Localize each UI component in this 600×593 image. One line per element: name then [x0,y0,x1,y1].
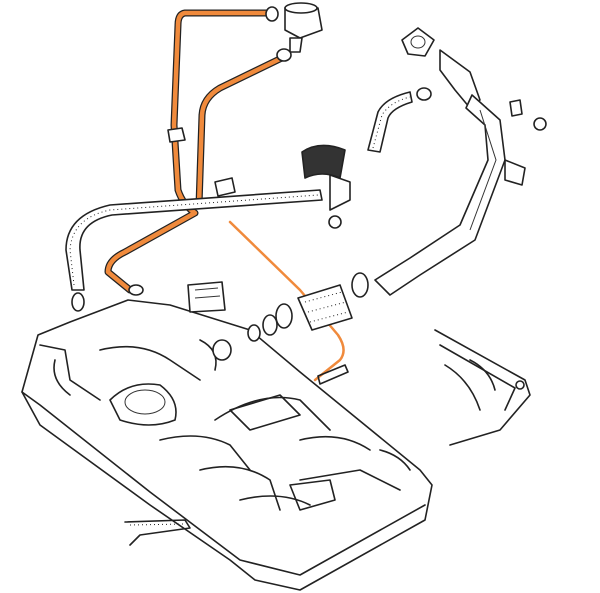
fuel-tank [21,299,433,591]
mount-bracket [301,144,351,229]
short-hose [367,87,432,153]
breather-hose [65,189,323,291]
filler-neck [374,27,547,296]
vent-line-highlighted [228,220,349,385]
vent-hose-highlighted [104,9,292,294]
clips [71,127,236,361]
inset-detail [434,329,531,446]
bracket [124,519,191,546]
filler-hose [247,272,369,342]
charcoal-valve [265,2,323,62]
